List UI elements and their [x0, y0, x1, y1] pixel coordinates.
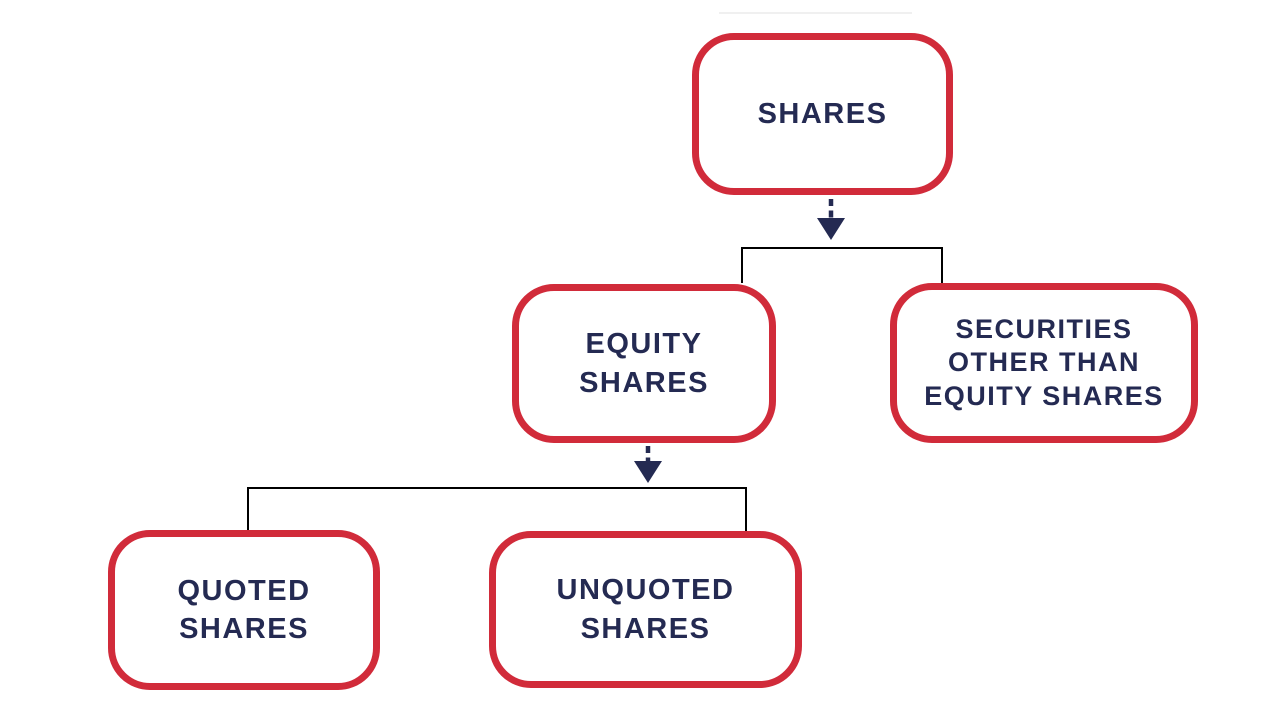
arrowhead-icon — [634, 461, 662, 483]
arrow-equity-down — [634, 446, 662, 483]
node-unquoted-shares-label: UNQUOTED SHARES — [556, 574, 735, 645]
arrowhead-icon — [817, 218, 845, 240]
connector-bracket-bottom — [247, 487, 747, 531]
node-quoted-shares: QUOTED SHARES — [108, 530, 380, 690]
node-securities-other-than-equity-shares: SECURITIES OTHER THAN EQUITY SHARES — [890, 283, 1198, 443]
arrow-shares-down — [817, 199, 845, 240]
node-equity-shares-label: EQUITY SHARES — [579, 328, 709, 399]
node-equity-shares: EQUITY SHARES — [512, 284, 776, 443]
node-unquoted-shares: UNQUOTED SHARES — [489, 531, 802, 688]
connector-bracket-top — [741, 247, 943, 284]
node-securities-label: SECURITIES OTHER THAN EQUITY SHARES — [924, 313, 1164, 411]
node-quoted-shares-label: QUOTED SHARES — [177, 574, 311, 645]
node-shares-label: SHARES — [757, 97, 888, 130]
node-shares: SHARES — [692, 33, 953, 195]
